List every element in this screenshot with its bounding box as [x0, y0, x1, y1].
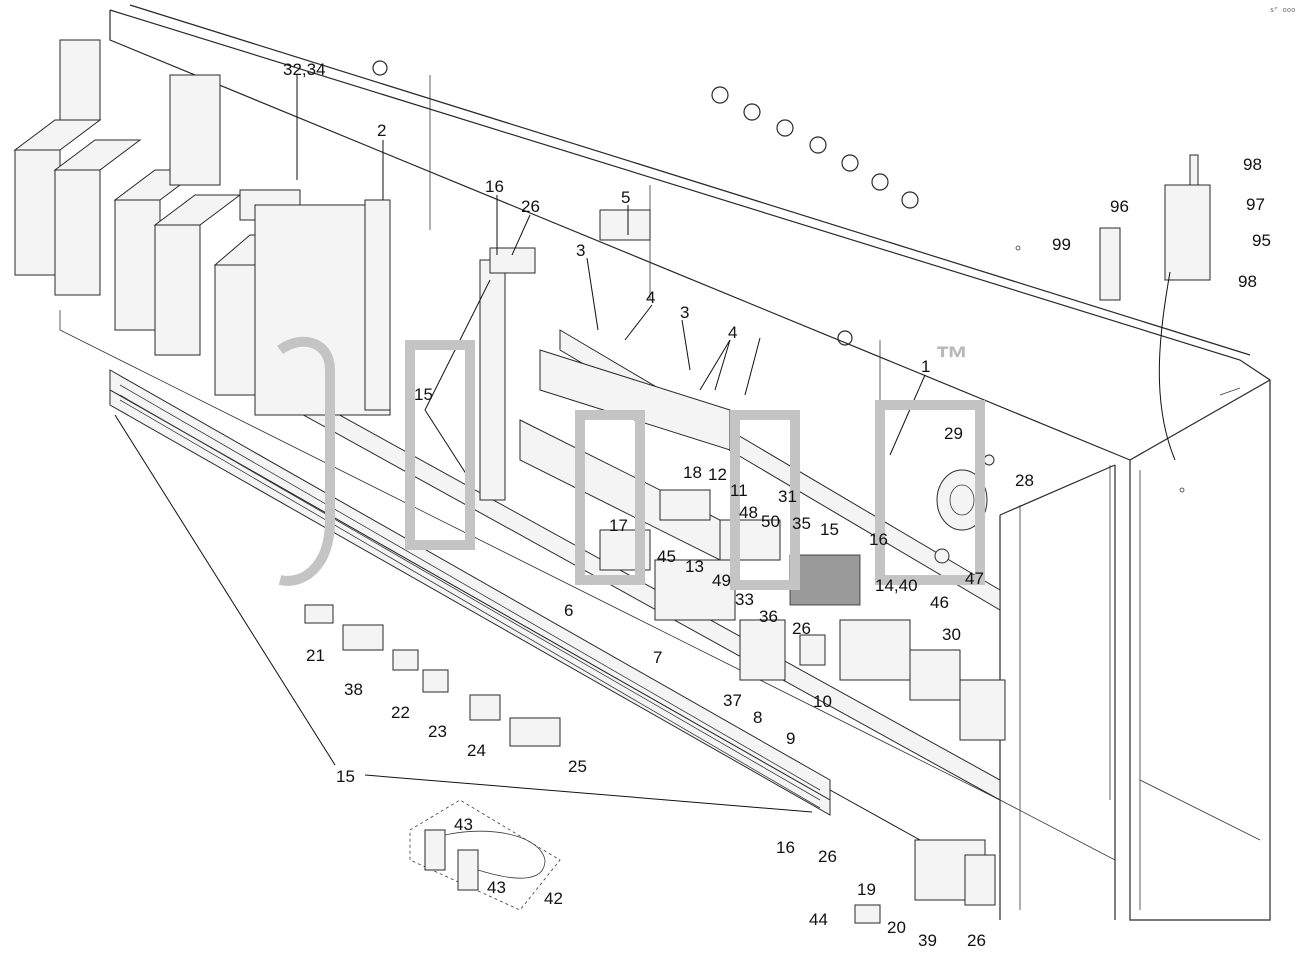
- callout-11: 11: [730, 481, 748, 500]
- callout-21: 21: [306, 646, 325, 665]
- callout-3: 3: [576, 241, 585, 260]
- callout-26: 26: [792, 619, 811, 638]
- callout-26: 26: [818, 847, 837, 866]
- power-supply-modules: [13, 39, 391, 416]
- callout-19: 19: [857, 880, 876, 899]
- callout-46: 46: [930, 593, 949, 612]
- corner-code: sᴾ ooo: [1270, 6, 1295, 14]
- callout-47: 47: [965, 569, 984, 588]
- watermark-tm: ™: [935, 340, 969, 378]
- callout-3: 3: [680, 303, 689, 322]
- callout-1: 1: [921, 357, 930, 376]
- callout-36: 36: [759, 607, 778, 626]
- callout-13: 13: [685, 557, 704, 576]
- callout-30: 30: [942, 625, 961, 644]
- callout-42: 42: [544, 889, 563, 908]
- callout-labels: 32,34 2 16 26 5 3 4 3 4 15 1 29 28 18 12…: [283, 60, 1271, 950]
- callout-20: 20: [887, 918, 906, 937]
- callout-25: 25: [568, 757, 587, 776]
- callout-49: 49: [712, 571, 731, 590]
- cable-assembly-42: [409, 799, 561, 911]
- relay-group-bottom: [829, 789, 996, 906]
- relay-assembly-95: [1099, 154, 1211, 461]
- callout-29: 29: [944, 424, 963, 443]
- callout-37: 37: [723, 691, 742, 710]
- callout-8: 8: [753, 708, 762, 727]
- callout-48: 48: [739, 503, 758, 522]
- callout-38: 38: [344, 680, 363, 699]
- callout-15: 15: [336, 767, 355, 786]
- callout-10: 10: [813, 692, 832, 711]
- callout-50: 50: [761, 512, 780, 531]
- callout-28: 28: [1015, 471, 1034, 490]
- callout-6: 6: [564, 601, 573, 620]
- callout-5: 5: [621, 188, 630, 207]
- callout-16: 16: [869, 530, 888, 549]
- callout-24: 24: [467, 741, 486, 760]
- callout-39: 39: [918, 931, 937, 950]
- callout-7: 7: [653, 648, 662, 667]
- loose-connectors: [304, 604, 881, 924]
- callout-96: 96: [1110, 197, 1129, 216]
- callout-31: 31: [778, 487, 797, 506]
- callout-43: 43: [454, 815, 473, 834]
- callout-4: 4: [646, 288, 655, 307]
- callout-4: 4: [728, 323, 737, 342]
- callout-99: 99: [1052, 235, 1071, 254]
- callout-32-34: 32,34: [283, 60, 326, 79]
- callout-35: 35: [792, 514, 811, 533]
- callout-15: 15: [414, 385, 433, 404]
- callout-26: 26: [521, 197, 540, 216]
- callout-95: 95: [1252, 231, 1271, 250]
- watermark: ™: [277, 336, 985, 590]
- callout-26: 26: [967, 931, 986, 950]
- callout-18: 18: [683, 463, 702, 482]
- callout-14-40: 14,40: [875, 576, 918, 595]
- callout-16: 16: [776, 838, 795, 857]
- callout-33: 33: [735, 590, 754, 609]
- callout-43: 43: [487, 878, 506, 897]
- callout-23: 23: [428, 722, 447, 741]
- callout-45: 45: [657, 547, 676, 566]
- callout-22: 22: [391, 703, 410, 722]
- callout-98: 98: [1238, 272, 1257, 291]
- callout-44: 44: [809, 910, 828, 929]
- callout-98: 98: [1243, 155, 1262, 174]
- terminal-blocks: [479, 209, 1006, 741]
- callout-16: 16: [485, 177, 504, 196]
- callout-15: 15: [820, 520, 839, 539]
- callout-17: 17: [609, 516, 628, 535]
- callout-2: 2: [377, 121, 386, 140]
- callout-9: 9: [786, 729, 795, 748]
- callout-97: 97: [1246, 195, 1265, 214]
- callout-12: 12: [708, 465, 727, 484]
- horn-28: [934, 454, 995, 564]
